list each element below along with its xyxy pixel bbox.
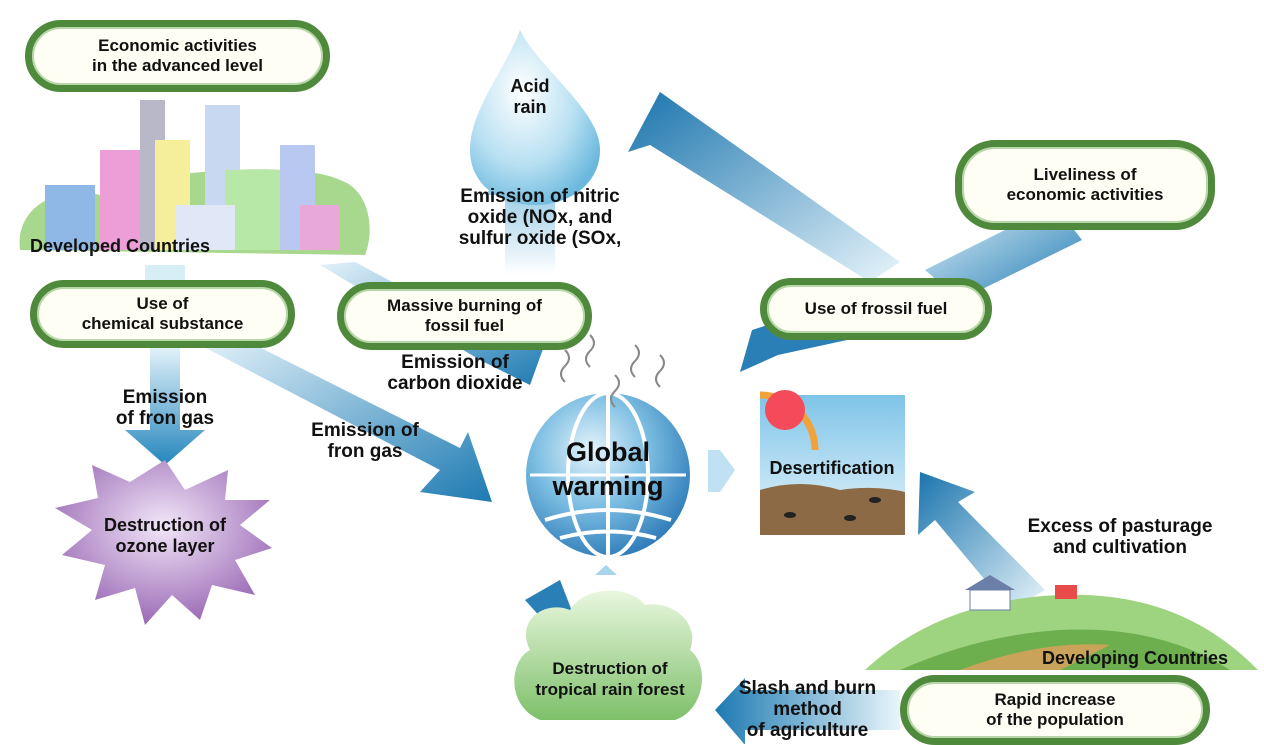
arrow-developing-to-desertification	[918, 472, 1045, 610]
desertification-label: Desertification	[769, 458, 895, 478]
nox-sox-emission-label: Emission of nitric oxide (NOx, and sulfu…	[458, 186, 622, 249]
developing-countries-label: Developing Countries	[1041, 648, 1229, 668]
global-warming-label: Global warming	[552, 437, 664, 501]
acid-rain-drop	[470, 30, 600, 205]
developed-countries-label: Developed Countries	[30, 236, 211, 256]
arrow-warming-to-desertification	[708, 450, 735, 492]
economic-activities-box: Economic activities in the advanced leve…	[25, 20, 330, 92]
arrow-slash-burn	[715, 678, 900, 744]
rapid-increase-box: Rapid increase of the population	[900, 675, 1210, 745]
arrow-chemical-to-warming	[200, 340, 492, 502]
city-illustration	[19, 100, 370, 255]
globe-illustration	[526, 334, 690, 559]
pasturage-label: Excess of pasturage and cultivation	[1027, 516, 1213, 558]
fossil-fuel-box: Use of frossil fuel	[760, 278, 992, 340]
arrow-chemical-to-ozone	[125, 345, 205, 465]
fron-gas-emission-left-label: Emission of fron gas	[115, 387, 215, 429]
chemical-substance-box: Use of chemical substance	[30, 280, 295, 348]
farmland-illustration	[865, 575, 1258, 670]
ozone-starburst	[55, 460, 272, 625]
tree-illustration	[514, 590, 702, 720]
liveliness-box: Liveliness of economic activities	[955, 140, 1215, 230]
slash-burn-label: Slash and burn method of agriculture	[738, 678, 877, 741]
rain-forest-label: Destruction of tropical rain forest	[535, 659, 685, 699]
acid-rain-label: Acid rain	[510, 76, 550, 117]
ozone-label: Destruction of ozone layer	[103, 515, 226, 556]
carbon-dioxide-emission-label: Emission of carbon dioxide	[387, 352, 523, 394]
massive-burning-box: Massive burning of fossil fuel	[337, 282, 592, 350]
arrow-to-acid-rain	[628, 92, 900, 282]
arrow-forest-up	[595, 565, 617, 575]
desertification-panel	[759, 390, 905, 535]
fron-gas-emission-mid-label: Emission of fron gas	[311, 420, 419, 462]
